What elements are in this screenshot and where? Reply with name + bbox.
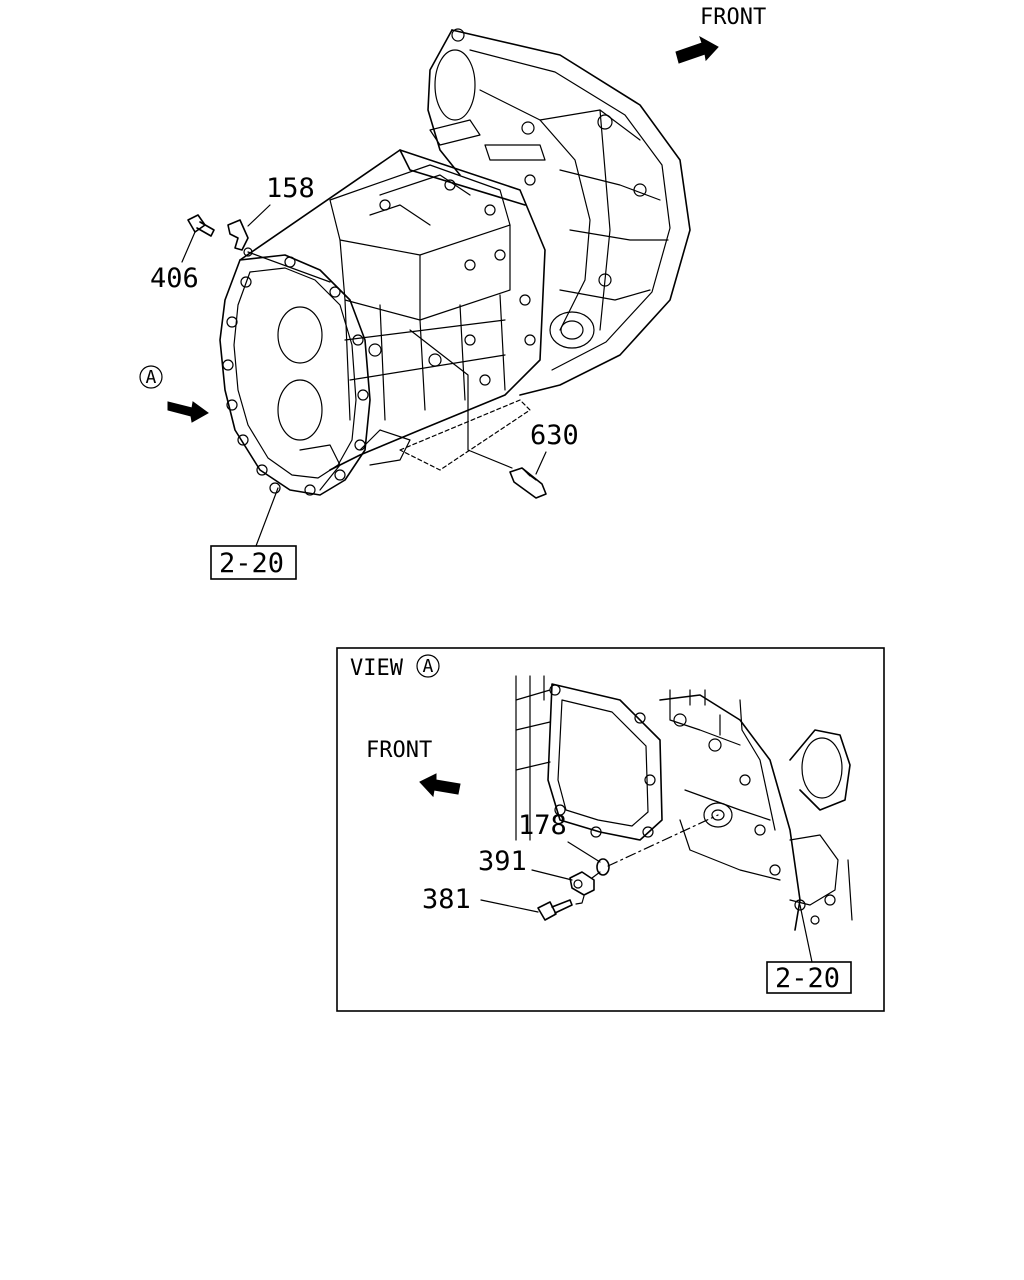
callout-178: 178 — [518, 810, 567, 841]
part-381-bolt — [537, 899, 573, 921]
detail-view-title: VIEW — [350, 656, 404, 681]
detail-view-marker: A — [416, 654, 440, 678]
callout-406: 406 — [150, 263, 199, 294]
detail-front-arrow-icon — [419, 773, 461, 798]
view-marker-a: A — [139, 365, 163, 389]
ref-box-detail: 2-20 — [766, 961, 852, 994]
detail-view-frame — [336, 647, 885, 1012]
detail-housing-drawing — [480, 675, 853, 963]
callout-391: 391 — [478, 846, 527, 877]
part-178-oring — [596, 858, 610, 876]
ref-box-detail-label: 2-20 — [775, 963, 840, 994]
callout-630: 630 — [530, 420, 579, 451]
ref-box-main: 2-20 — [210, 545, 297, 580]
callout-158: 158 — [266, 173, 315, 204]
front-label: FRONT — [700, 5, 766, 30]
detail-view-marker-letter: A — [423, 656, 434, 677]
transmission-assembly-drawing — [181, 28, 691, 547]
part-391-sensor — [569, 871, 595, 905]
detail-view: VIEW A FRONT — [336, 647, 885, 1012]
part-630-switch — [509, 467, 547, 499]
part-406-bolt — [187, 214, 215, 237]
ref-box-main-label: 2-20 — [219, 548, 284, 579]
front-arrow-icon — [675, 35, 719, 64]
part-158-clip — [227, 219, 249, 251]
view-marker-letter: A — [146, 367, 157, 388]
view-direction-arrow-icon — [167, 401, 209, 423]
callout-381: 381 — [422, 884, 471, 915]
main-view: FRONT — [139, 5, 766, 580]
detail-front-label: FRONT — [366, 738, 432, 763]
